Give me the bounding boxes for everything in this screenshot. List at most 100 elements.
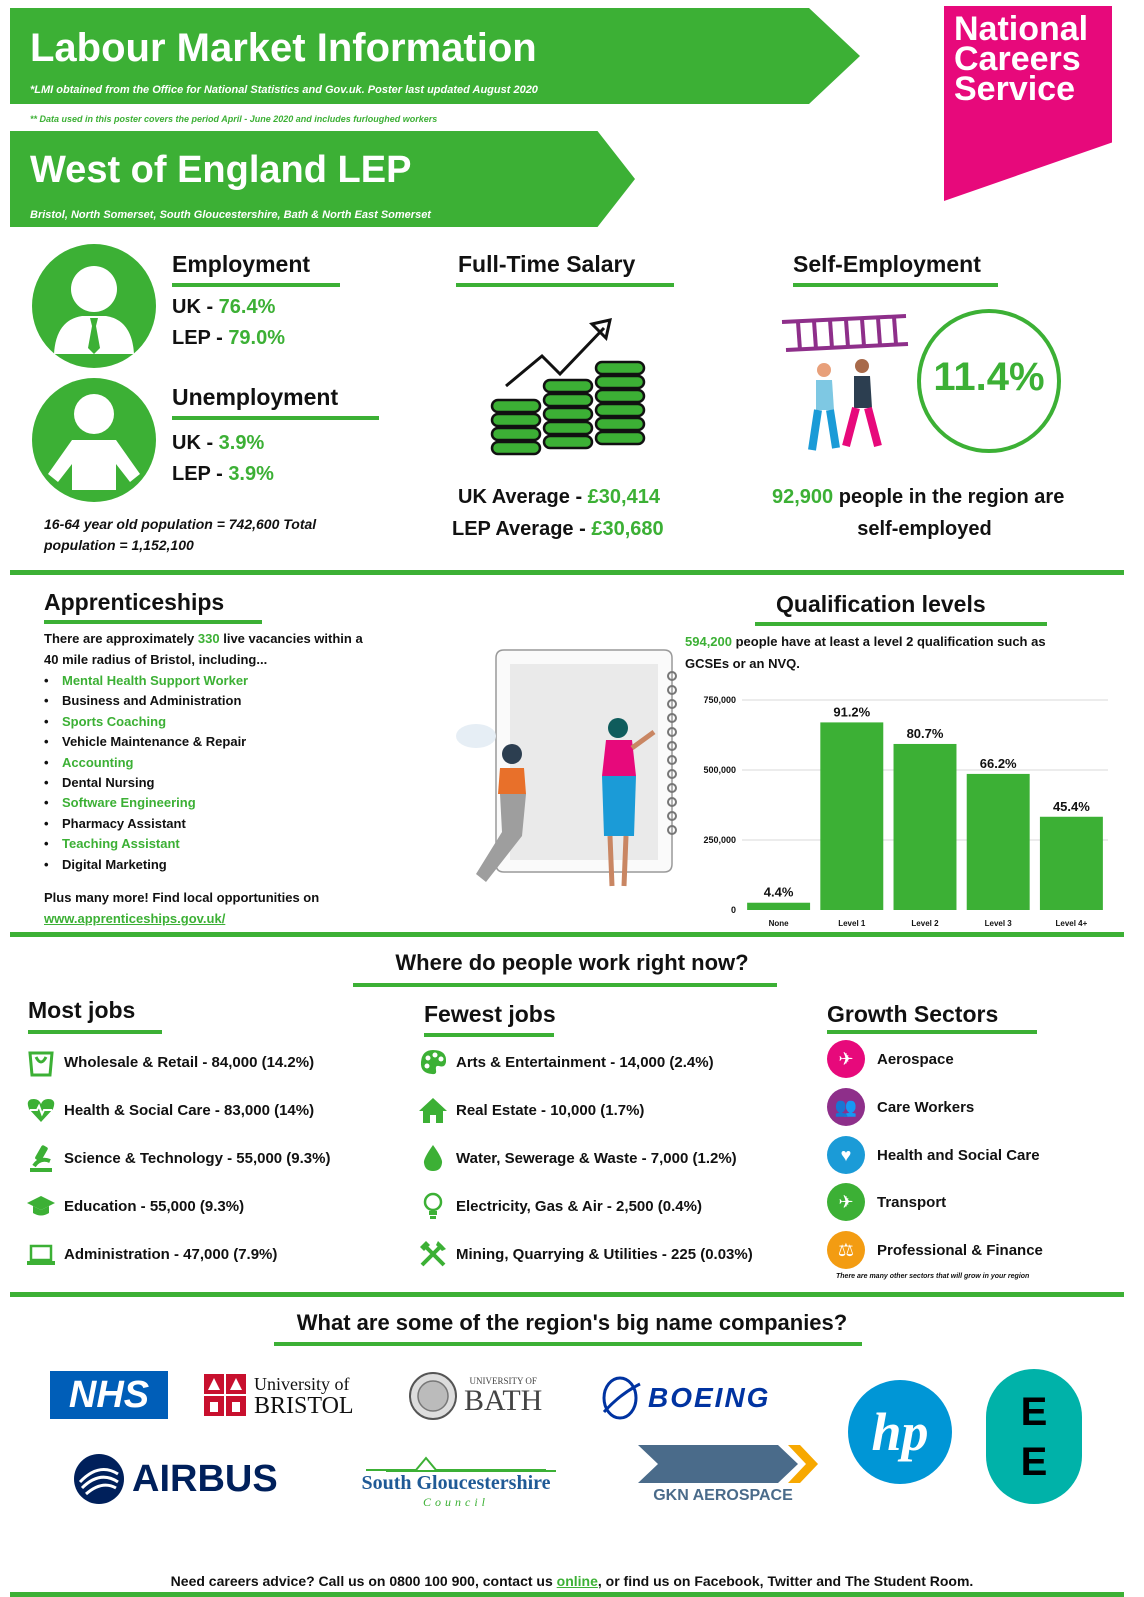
- palette-icon: [418, 1047, 448, 1077]
- microscope-icon: [26, 1143, 56, 1173]
- most-jobs-underline: [28, 1030, 162, 1034]
- growth-sectors-underline: [827, 1030, 1037, 1034]
- list-item: Sports Coaching: [44, 712, 248, 732]
- national-careers-service-logo: National Careers Service: [944, 6, 1112, 201]
- qualifications-summary-line2: GCSEs or an NVQ.: [685, 656, 800, 671]
- fewest-jobs-item: Electricity, Gas & Air - 2,500 (0.4%): [418, 1191, 702, 1221]
- data-label: 91.2%: [833, 704, 870, 719]
- notebook-illustration: [456, 649, 677, 887]
- growth-sectors-note: There are many other sectors that will g…: [836, 1273, 1030, 1280]
- page-title: Labour Market Information: [30, 26, 537, 70]
- salary-uk: UK Average - £30,414: [458, 486, 660, 508]
- apprenticeships-intro: There are approximately 330 live vacanci…: [44, 631, 363, 646]
- region-banner: West of England LEP Bristol, North Somer…: [10, 131, 635, 227]
- employment-uk: UK - 76.4%: [172, 296, 276, 318]
- x-tick-label: Level 1: [838, 919, 866, 928]
- qualifications-title: Qualification levels: [776, 591, 986, 617]
- bar: [747, 902, 811, 910]
- money-growth-icon: [490, 318, 646, 456]
- self-employment-count-line2: self-employed: [857, 518, 992, 540]
- region-subtitle: Bristol, North Somerset, South Glouceste…: [30, 209, 431, 221]
- employment-underline: [172, 283, 340, 287]
- data-label: 80.7%: [907, 726, 944, 741]
- most-jobs-item: Science & Technology - 55,000 (9.3%): [26, 1143, 330, 1173]
- boeing-logo: BOEING: [598, 1374, 820, 1422]
- apprenticeships-intro-line2: 40 mile radius of Bristol, including...: [44, 652, 268, 667]
- self-employment-ring: [917, 309, 1061, 453]
- plane-icon: ✈: [827, 1183, 865, 1221]
- list-item: Software Engineering: [44, 793, 248, 813]
- list-item: Teaching Assistant: [44, 834, 248, 854]
- x-tick-label: Level 4+: [1055, 919, 1087, 928]
- companies-title: What are some of the region's big name c…: [296, 1310, 848, 1335]
- qualifications-underline: [755, 622, 1047, 626]
- nhs-logo: NHS: [50, 1371, 168, 1419]
- unemployment-lep: LEP - 3.9%: [172, 463, 274, 485]
- growth-sector-item: ⚖ Professional & Finance: [827, 1231, 1043, 1269]
- airbus-logo: AIRBUS: [72, 1452, 302, 1506]
- house-icon: [418, 1095, 448, 1125]
- bar: [966, 773, 1030, 910]
- bar: [820, 722, 884, 910]
- region-title: West of England LEP: [30, 149, 412, 191]
- most-jobs-item: Education - 55,000 (9.3%): [26, 1191, 244, 1221]
- qualifications-summary: 594,200 people have at least a level 2 q…: [685, 634, 1046, 649]
- employed-person-icon: [32, 244, 156, 368]
- people-icon: 👥: [827, 1088, 865, 1126]
- title-banner: Labour Market Information *LMI obtained …: [10, 8, 860, 104]
- people-carrying-ladder-illustration: [781, 314, 909, 451]
- fewest-jobs-item: Real Estate - 10,000 (1.7%): [418, 1095, 644, 1125]
- list-item: Digital Marketing: [44, 855, 248, 875]
- work-title: Where do people work right now?: [395, 950, 749, 975]
- x-tick-label: Level 3: [985, 919, 1013, 928]
- salary-lep: LEP Average - £30,680: [452, 518, 664, 540]
- apprenticeships-link[interactable]: www.apprenticeships.gov.uk/: [44, 911, 226, 926]
- data-label: 66.2%: [980, 756, 1017, 771]
- water-drop-icon: [418, 1143, 448, 1173]
- bridge-icon: [366, 1456, 556, 1472]
- list-item: Vehicle Maintenance & Repair: [44, 732, 248, 752]
- gkn-aerospace-logo: GKN AEROSPACE: [626, 1434, 820, 1512]
- university-of-bath-logo: UNIVERSITY OF BATH: [408, 1368, 553, 1424]
- fewest-jobs-underline: [424, 1033, 554, 1037]
- salary-title: Full-Time Salary: [458, 251, 636, 277]
- unemployment-underline: [172, 416, 379, 420]
- list-item: Mental Health Support Worker: [44, 671, 248, 691]
- lightbulb-icon: [418, 1191, 448, 1221]
- bath-seal-icon: [409, 1372, 457, 1420]
- y-tick-label: 250,000: [703, 835, 736, 845]
- section-divider-3: [10, 1292, 1124, 1297]
- bar: [893, 743, 957, 910]
- list-item: Business and Administration: [44, 691, 248, 711]
- y-tick-label: 750,000: [703, 695, 736, 705]
- unemployment-title: Unemployment: [172, 384, 339, 410]
- plane-icon: ✈: [827, 1040, 865, 1078]
- apprenticeships-title: Apprenticeships: [44, 589, 225, 615]
- bar: [1039, 816, 1103, 910]
- x-tick-label: None: [769, 919, 790, 928]
- apprenticeships-more: Plus many more! Find local opportunities…: [44, 890, 320, 905]
- employment-title: Employment: [172, 251, 311, 277]
- gkn-symbol-icon: [638, 1445, 818, 1483]
- fewest-jobs-title: Fewest jobs: [424, 1001, 556, 1027]
- tools-icon: [418, 1239, 448, 1269]
- airbus-symbol-icon: [74, 1454, 124, 1504]
- online-link[interactable]: online: [556, 1573, 598, 1589]
- shopping-bag-icon: [26, 1047, 56, 1077]
- self-employment-percent: 11.4%: [933, 355, 1045, 399]
- y-tick-label: 0: [731, 905, 736, 915]
- section-divider-1: [10, 570, 1124, 575]
- list-item: Dental Nursing: [44, 773, 248, 793]
- bristol-crest-icon: [204, 1374, 246, 1416]
- hp-logo: hp: [848, 1380, 952, 1484]
- data-period-note: ** Data used in this poster covers the p…: [30, 114, 438, 124]
- data-label: 4.4%: [764, 885, 794, 900]
- growth-sector-item: 👥 Care Workers: [827, 1088, 974, 1126]
- growth-sectors-title: Growth Sectors: [827, 1001, 999, 1027]
- footer-divider: [10, 1592, 1124, 1597]
- most-jobs-item: Administration - 47,000 (7.9%): [26, 1239, 277, 1269]
- most-jobs-item: Wholesale & Retail - 84,000 (14.2%): [26, 1047, 314, 1077]
- population-note: 16-64 year old population = 742,600 Tota…: [44, 516, 317, 553]
- most-jobs-item: Health & Social Care - 83,000 (14%): [26, 1095, 314, 1125]
- scales-icon: ⚖: [827, 1231, 865, 1269]
